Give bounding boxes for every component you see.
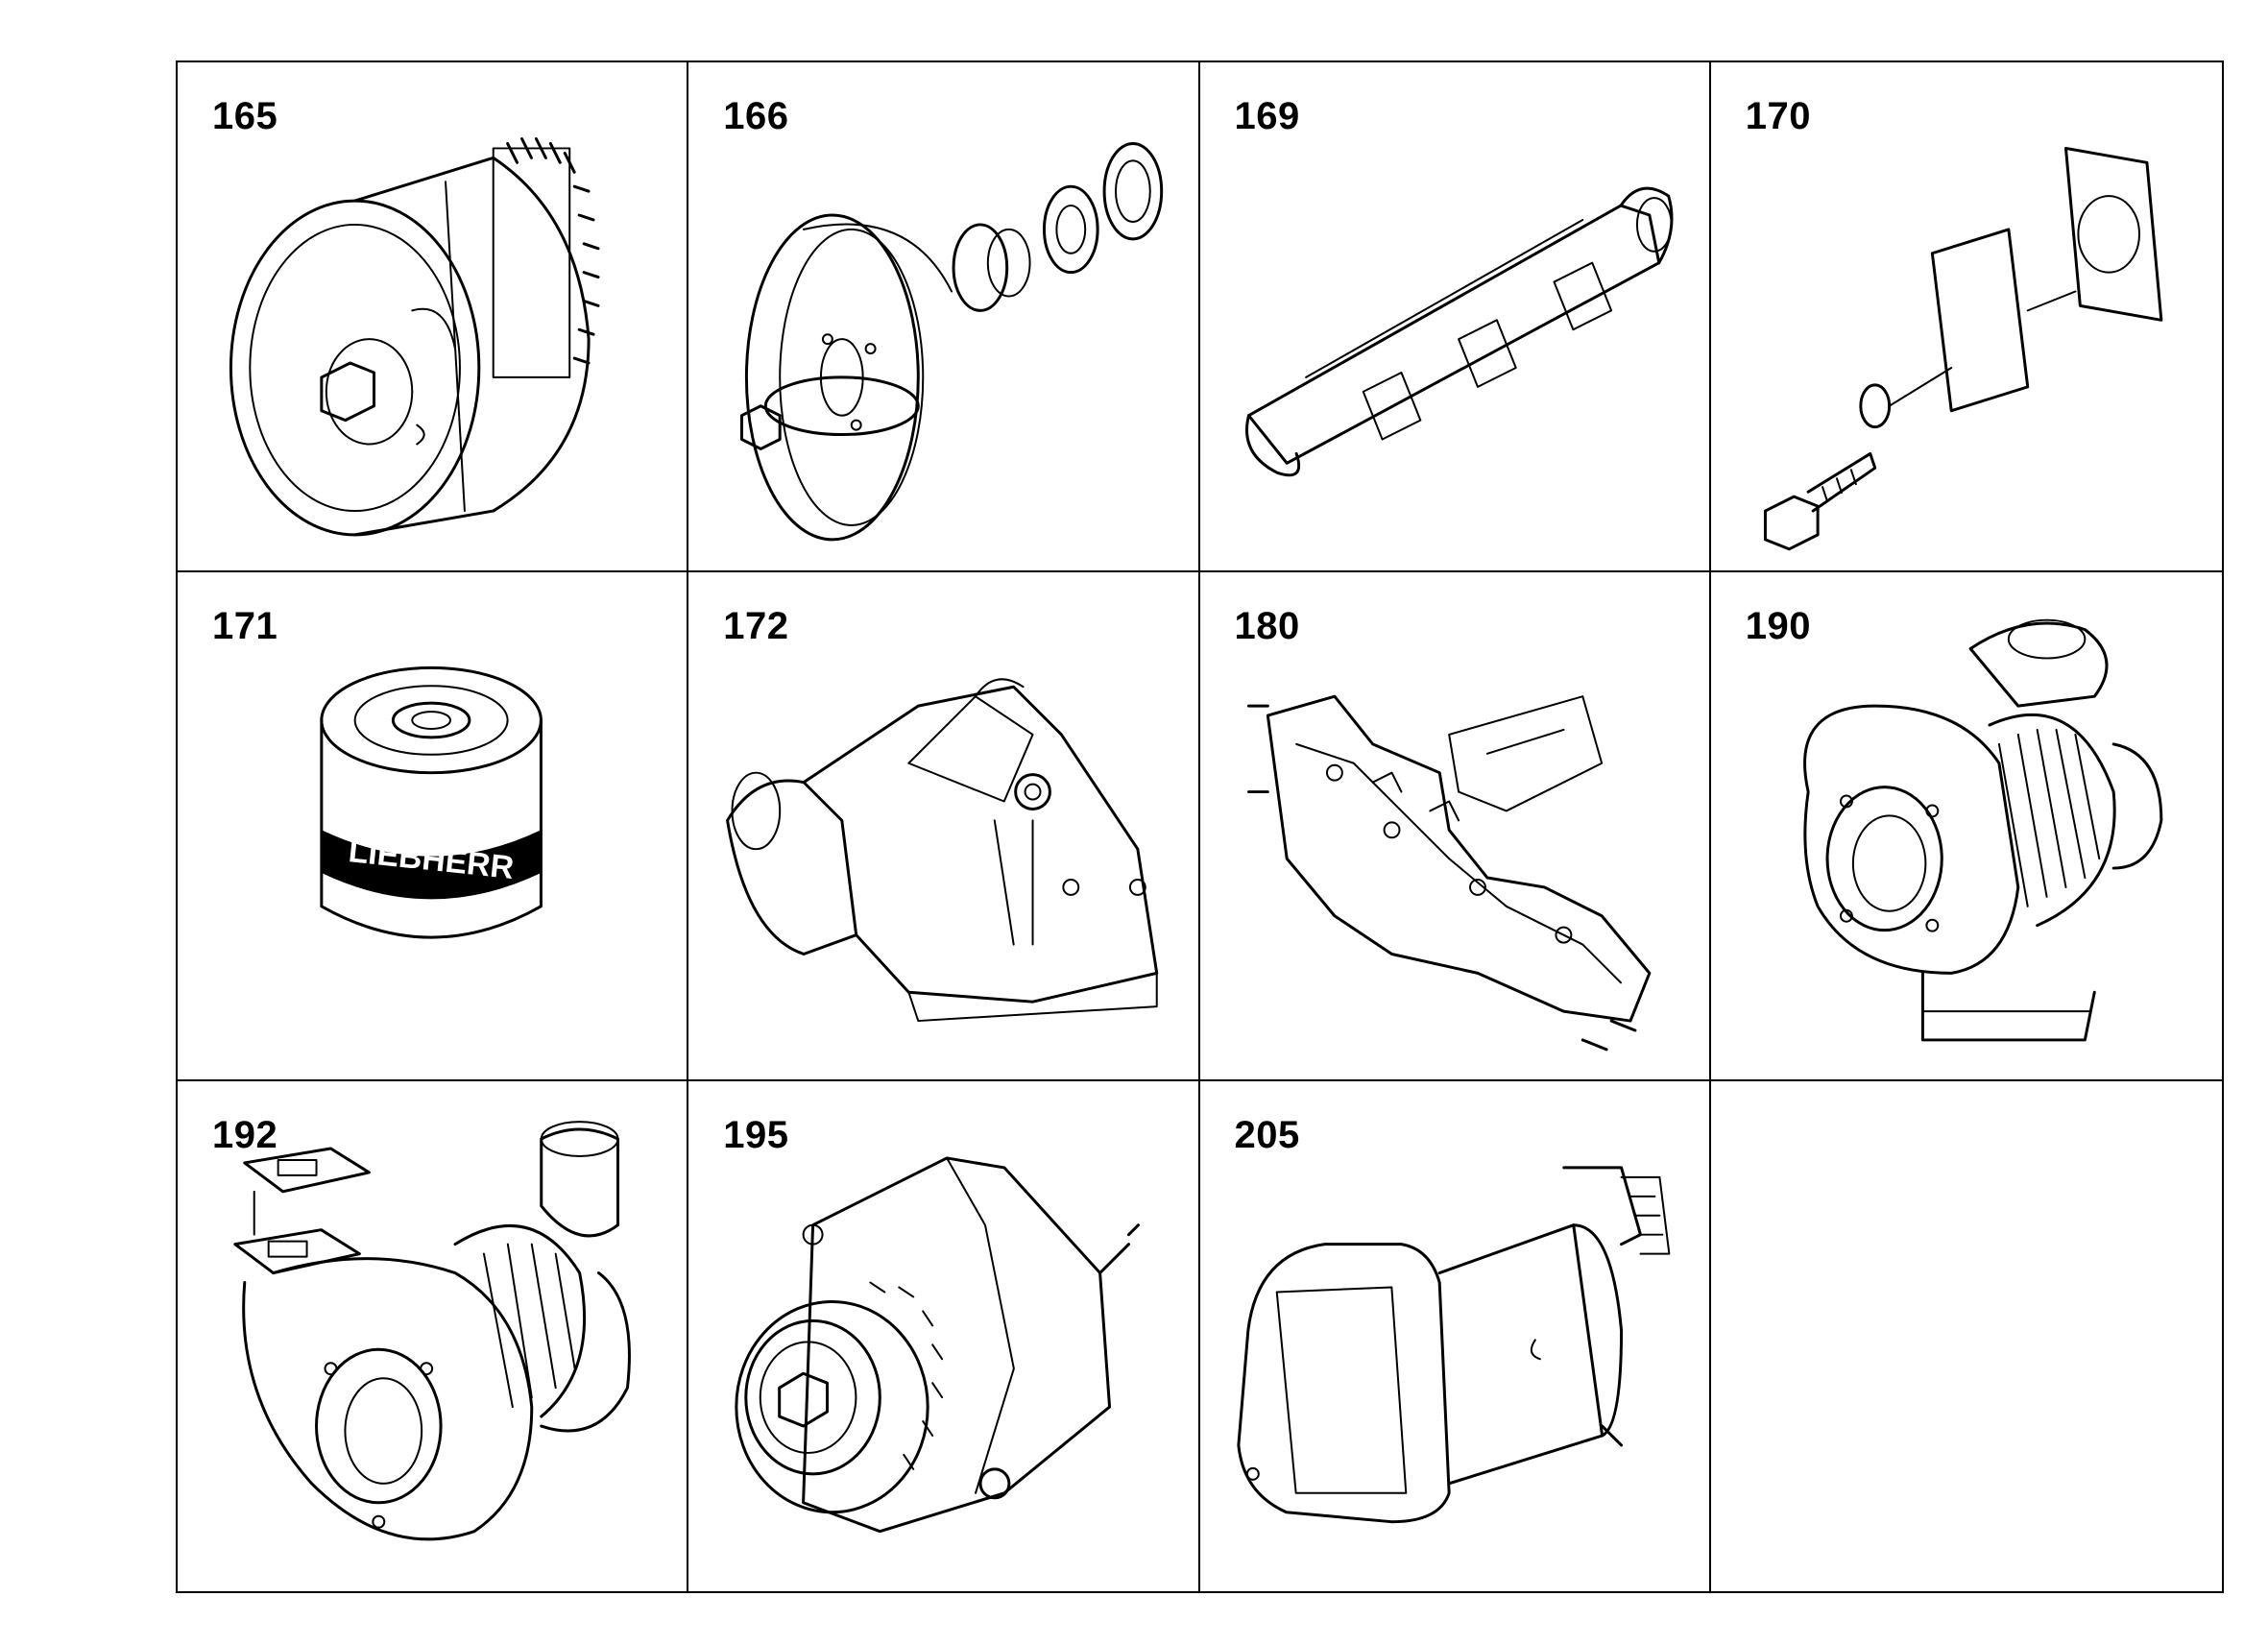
turbocharger-gasket-icon [233, 1121, 631, 1541]
fan-clutch-icon [229, 137, 600, 537]
part-number: 192 [212, 1114, 278, 1157]
part-cell-205[interactable]: 205 [1200, 1081, 1711, 1591]
part-number: 205 [1234, 1114, 1300, 1157]
part-cell-171[interactable]: 171 LIEBHERR [178, 571, 689, 1082]
oil-filter-icon: LIEBHERR [320, 665, 543, 939]
part-number: 171 [212, 604, 278, 647]
part-number: 170 [1745, 95, 1811, 137]
filter-housing-icon [726, 678, 1159, 1022]
part-number: 180 [1234, 604, 1300, 647]
part-cell-192[interactable]: 192 [178, 1081, 689, 1591]
exhaust-manifold-icon [1246, 694, 1651, 1052]
alternator-icon [735, 1156, 1141, 1534]
empty-cell [1711, 1081, 2222, 1591]
cover-plate-icon [1763, 146, 2163, 551]
part-cell-180[interactable]: 180 [1199, 571, 1711, 1082]
part-cell-172[interactable]: 172 [688, 571, 1200, 1082]
part-number: 169 [1234, 95, 1300, 137]
part-number: 195 [723, 1114, 789, 1157]
part-cell-169[interactable]: 169 [1199, 62, 1711, 572]
part-number: 165 [212, 95, 278, 137]
part-cell-165[interactable]: 165 [178, 62, 689, 572]
parts-grid: 165 166 [176, 60, 2224, 1593]
part-cell-170[interactable]: 170 [1710, 62, 2222, 572]
part-number: 166 [723, 95, 789, 137]
part-cell-190[interactable]: 190 [1710, 572, 2222, 1082]
part-number: 172 [723, 604, 789, 647]
part-cell-166[interactable]: 166 [688, 62, 1200, 572]
starter-motor-icon [1236, 1166, 1670, 1524]
turbocharger-icon [1802, 618, 2163, 1042]
coolant-manifold-icon [1244, 186, 1674, 477]
part-number: 190 [1745, 604, 1811, 647]
part-cell-195[interactable]: 195 [688, 1081, 1200, 1591]
water-pump-pulley-icon [740, 141, 1164, 542]
